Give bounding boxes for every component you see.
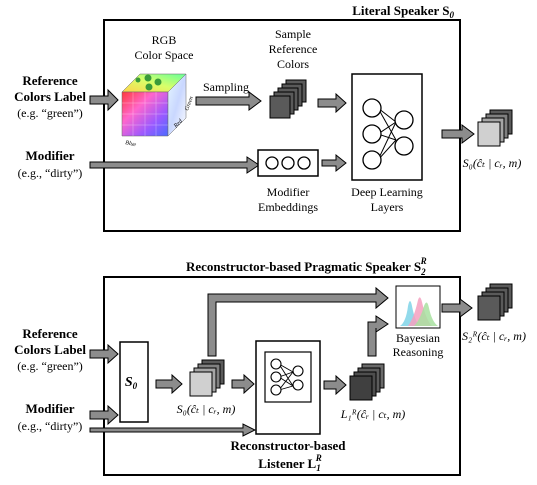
rgb-cube-icon bbox=[121, 73, 187, 137]
s0-box bbox=[119, 341, 149, 423]
sampling-label: Sampling bbox=[203, 80, 249, 94]
dl-label-line1: Deep Learning bbox=[351, 185, 423, 199]
embedding-node bbox=[281, 156, 295, 170]
nn-node bbox=[362, 124, 382, 144]
bayes-label-line2: Reasoning bbox=[393, 345, 444, 359]
listener-nn-node bbox=[292, 365, 304, 377]
arrow-listener-to-bayesian bbox=[367, 315, 389, 357]
final-output-stack bbox=[477, 283, 513, 321]
arrow-ref-to-s0 bbox=[89, 343, 119, 365]
listener-output-stack bbox=[349, 363, 385, 401]
rgb-label-line1: RGB bbox=[152, 33, 177, 47]
arrow-modifier-to-embeddings bbox=[89, 156, 260, 174]
modifier-emb-line2: Embeddings bbox=[258, 200, 318, 214]
arrow-samples-to-listener bbox=[231, 373, 255, 395]
sample-colors-stack bbox=[269, 79, 307, 119]
axis-green-label: Green bbox=[184, 96, 195, 112]
nn-node bbox=[362, 98, 382, 118]
arrow-s0-to-samples bbox=[155, 373, 183, 395]
top-output-stack bbox=[477, 109, 513, 147]
literal-speaker-panel bbox=[103, 19, 461, 232]
axis-blue-label: Blue bbox=[125, 140, 137, 148]
modifier-label-b-line2: (e.g., “dirty”) bbox=[18, 419, 83, 433]
arrow-bayesian-to-output bbox=[441, 298, 473, 318]
embedding-node bbox=[265, 156, 279, 170]
s0-box-label: S0 bbox=[125, 375, 138, 391]
arrow-listener-to-output bbox=[323, 374, 347, 396]
embedding-node bbox=[297, 156, 311, 170]
ref-label-b-line3: (e.g. “green”) bbox=[17, 359, 83, 373]
s0-formula: S₀(ĉₜ | cᵣ, m) bbox=[177, 402, 236, 416]
sample-label-line1: Sample bbox=[275, 27, 311, 41]
s0-output-stack bbox=[189, 359, 225, 397]
sample-label-line2: Reference bbox=[269, 42, 318, 56]
sample-dot bbox=[154, 78, 162, 86]
listener-nn-node bbox=[270, 371, 282, 383]
arrow-modifier-to-s0 bbox=[89, 404, 119, 426]
modifier-label-b-line1: Modifier bbox=[25, 401, 74, 416]
bayesian-distribution-icon bbox=[400, 297, 438, 326]
sample-dot bbox=[144, 74, 152, 82]
pragmatic-speaker-title: Reconstructor-based Pragmatic Speaker S2… bbox=[186, 256, 427, 277]
nn-node bbox=[394, 136, 414, 156]
recon-label-line1: Reconstructor-based bbox=[230, 438, 346, 453]
arrow-sampling bbox=[195, 91, 262, 111]
listener-nn-node bbox=[270, 358, 282, 370]
arrow-modifier-to-listener bbox=[89, 423, 257, 437]
listener-nn-node bbox=[292, 379, 304, 391]
ref-label-b-line1: Reference bbox=[22, 326, 78, 341]
modifier-label-line1: Modifier bbox=[25, 148, 74, 163]
arrow-dl-to-output bbox=[441, 124, 475, 144]
arrow-embeddings-to-dl bbox=[321, 153, 347, 173]
ref-label-b-line2: Colors Label bbox=[14, 342, 86, 357]
arrow-skip-to-bayesian bbox=[207, 286, 389, 357]
nn-node bbox=[362, 150, 382, 170]
modifier-emb-line1: Modifier bbox=[267, 185, 310, 199]
literal-speaker-title: Literal Speaker S0 bbox=[352, 3, 454, 20]
recon-label-line2: Listener L1R bbox=[258, 453, 321, 473]
nn-node bbox=[394, 110, 414, 130]
arrow-samples-to-dl bbox=[317, 92, 347, 114]
bayes-label-line1: Bayesian bbox=[396, 331, 440, 345]
pragmatic-speaker-panel bbox=[103, 276, 461, 476]
listener-formula: L₁ᴿ(ĉᵣ | cₜ, m) bbox=[340, 407, 406, 421]
modifier-label-line2: (e.g., “dirty”) bbox=[18, 166, 83, 180]
final-output-formula: S₂ᴿ(ĉₜ | cᵣ, m) bbox=[462, 329, 526, 343]
ref-label-line2: Colors Label bbox=[14, 89, 86, 104]
top-output-formula: S₀(ĉₜ | cᵣ, m) bbox=[463, 156, 522, 170]
sample-dot bbox=[135, 77, 141, 83]
arrow-ref-to-cube bbox=[89, 88, 119, 112]
deep-learning-box bbox=[351, 73, 423, 181]
dl-label-line2: Layers bbox=[371, 200, 404, 214]
sample-label-line3: Colors bbox=[277, 57, 309, 71]
rgb-label-line2: Color Space bbox=[135, 48, 194, 62]
sample-dot bbox=[145, 83, 153, 91]
listener-nn-node bbox=[270, 384, 282, 396]
ref-label-line3: (e.g. “green”) bbox=[17, 106, 83, 120]
ref-label-line1: Reference bbox=[22, 73, 78, 88]
